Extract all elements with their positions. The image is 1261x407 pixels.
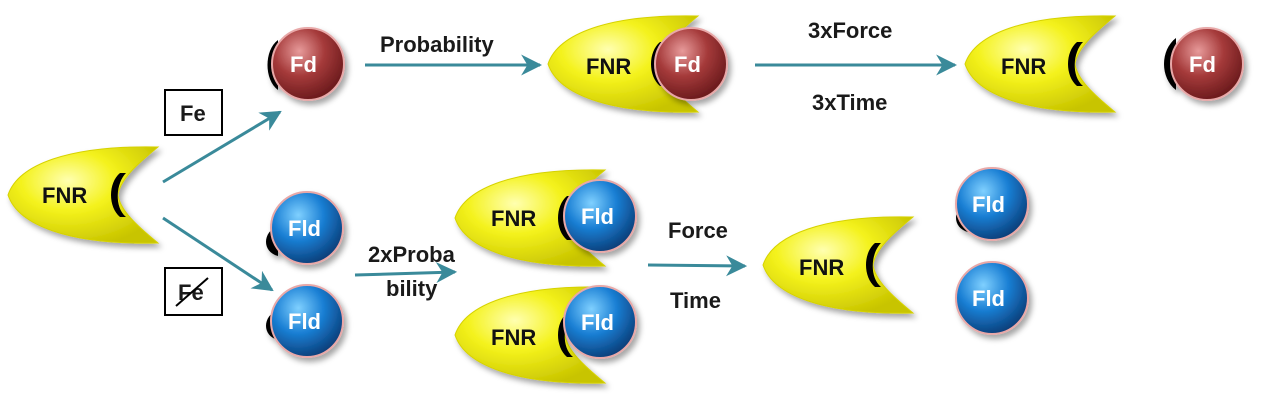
fld-label: Fld — [972, 192, 1005, 217]
fld-label: Fld — [288, 309, 321, 334]
fe-present-box: Fe — [164, 89, 223, 136]
fnr-fd-complex: FNR Fd — [548, 16, 728, 112]
fd-molecule-top-right: Fd — [1164, 27, 1244, 101]
force-label: Force — [668, 218, 728, 243]
fld-label: Fld — [288, 216, 321, 241]
arrow-fnr-to-fld — [162, 216, 274, 292]
fe-label: Fe — [180, 101, 206, 126]
fld-label: Fld — [972, 286, 1005, 311]
arrow-2xprobability — [354, 262, 458, 284]
3xforce-label: 3xForce — [808, 18, 892, 43]
time-label: Time — [670, 288, 721, 313]
fld-label: Fld — [581, 310, 614, 335]
2xprobability-label-line1: 2xProba — [368, 242, 456, 267]
fd-label: Fd — [674, 52, 701, 77]
fnr-free-bottom-right: FNR — [763, 217, 913, 313]
fnr-label: FNR — [586, 54, 631, 79]
fnr-label: FNR — [799, 255, 844, 280]
fnr-label: FNR — [491, 325, 536, 350]
3xtime-label: 3xTime — [812, 90, 887, 115]
fld-molecule-left-lower: Fld — [266, 284, 344, 358]
2xprobability-label-line2: bility — [386, 276, 438, 301]
fnr-fld-complex-upper: FNR Fld — [455, 170, 637, 266]
fe-absent-box: Fe — [164, 267, 223, 316]
fld-molecule-right-lower: Fld — [955, 261, 1029, 335]
fd-molecule-top-left: Fd — [267, 27, 345, 101]
fld-molecule-left-upper: Fld — [266, 191, 344, 265]
probability-label: Probability — [380, 32, 494, 57]
fnr-label: FNR — [491, 206, 536, 231]
fnr-label: FNR — [42, 183, 87, 208]
fnr-fld-complex-lower: FNR Fld — [455, 285, 637, 383]
fnr-label: FNR — [1001, 54, 1046, 79]
fnr-free-top-right: FNR — [965, 16, 1115, 112]
arrow-force — [647, 255, 748, 277]
arrow-fnr-to-fd — [162, 110, 282, 184]
fnr-free-left: FNR — [8, 147, 158, 243]
fld-molecule-right-upper: Fld — [955, 167, 1029, 241]
fd-label: Fd — [290, 52, 317, 77]
fld-label: Fld — [581, 204, 614, 229]
fd-label: Fd — [1189, 52, 1216, 77]
